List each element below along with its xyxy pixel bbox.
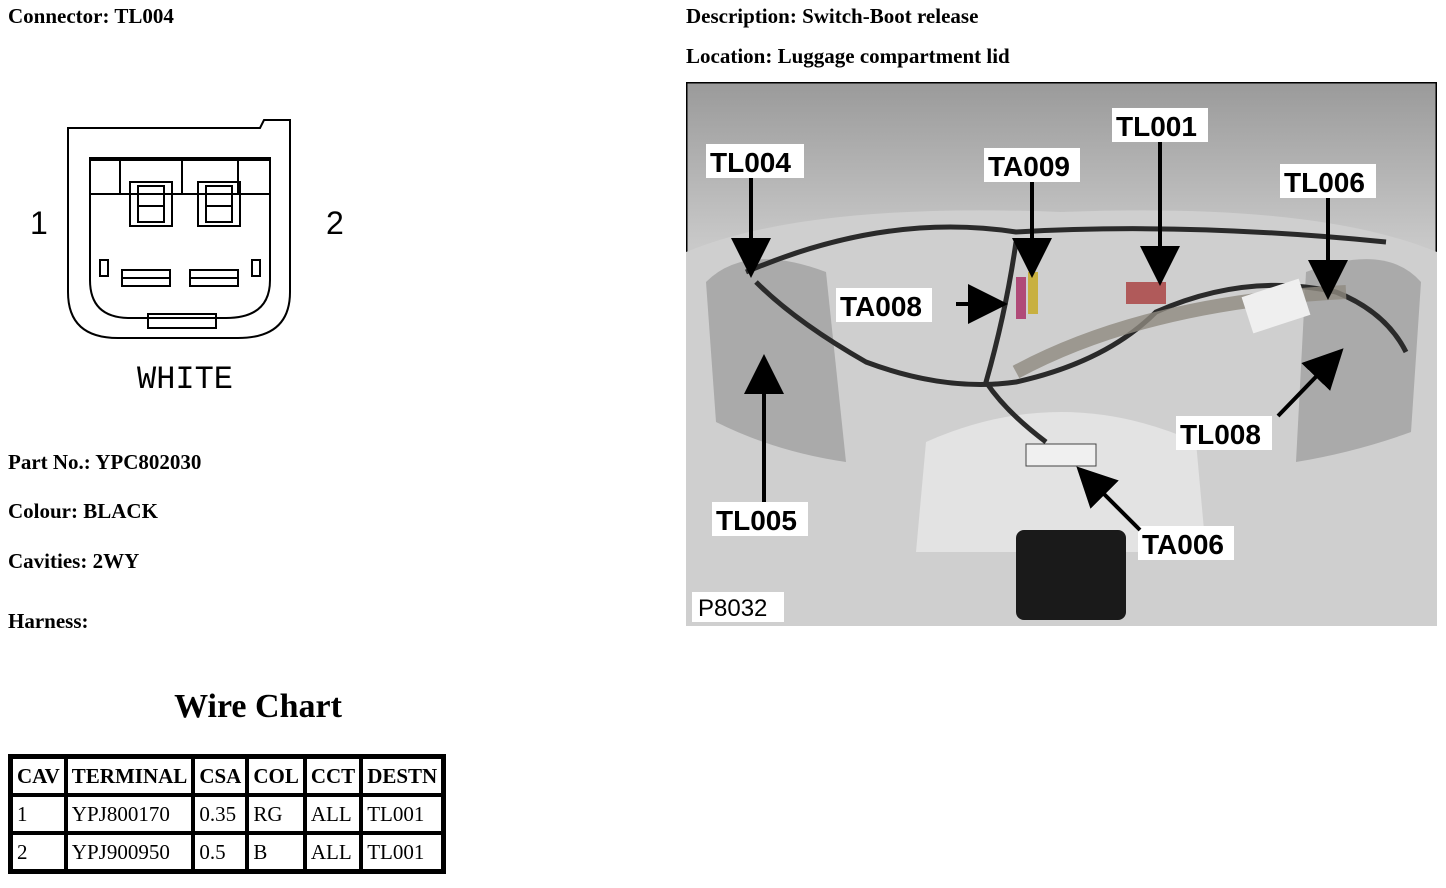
- pin-number-1: 1: [30, 205, 48, 241]
- location-photo: TL004 TA009 TL001 TL006 TA008 TL008 TL00…: [686, 82, 1437, 626]
- latch-left: [89, 157, 183, 195]
- svg-text:TL001: TL001: [1116, 111, 1197, 142]
- cell-destn: TL001: [361, 833, 444, 871]
- terminal-cavity-2: [197, 181, 241, 227]
- table-header-row: CAV TERMINAL CSA COL CCT DESTN: [11, 757, 444, 795]
- table-row: 1 YPJ800170 0.35 RG ALL TL001: [11, 795, 444, 833]
- cell-cct: ALL: [304, 795, 362, 833]
- bottom-key: [147, 313, 217, 329]
- header-col: COL: [247, 757, 305, 795]
- callout-ta009: TA009: [984, 148, 1080, 278]
- photo-id-label: P8032: [698, 595, 767, 622]
- svg-text:TL008: TL008: [1180, 419, 1261, 450]
- header-terminal: TERMINAL: [65, 757, 194, 795]
- connector-face-diagram: 1 2 WHITE: [30, 119, 344, 398]
- callout-ta008: TA008: [836, 284, 1008, 324]
- pin-number-2: 2: [326, 205, 344, 241]
- harness: Harness:: [8, 609, 89, 633]
- header-cct: CCT: [304, 757, 362, 795]
- svg-text:TA009: TA009: [988, 151, 1070, 182]
- cell-destn: TL001: [361, 795, 444, 833]
- connector-housing-outline: [67, 119, 291, 339]
- cavities: Cavities: 2WY: [8, 549, 140, 573]
- cell-col: RG: [247, 795, 305, 833]
- callout-tl005: TL005: [712, 354, 808, 536]
- svg-text:TA006: TA006: [1142, 529, 1224, 560]
- svg-text:TL004: TL004: [710, 147, 791, 178]
- header-cav: CAV: [11, 757, 66, 795]
- housing-colour-label: WHITE: [137, 361, 233, 398]
- header-destn: DESTN: [361, 757, 444, 795]
- cell-cct: ALL: [304, 833, 362, 871]
- callout-tl008: TL008: [1176, 348, 1344, 450]
- connector-inner-body: [89, 159, 271, 319]
- cell-csa: 0.35: [193, 795, 248, 833]
- cell-col: B: [247, 833, 305, 871]
- cell-cav: 1: [11, 795, 66, 833]
- wire-chart-table: CAV TERMINAL CSA COL CCT DESTN 1 YPJ8001…: [8, 754, 447, 874]
- terminal-cavity-1: [129, 181, 173, 227]
- callout-tl006: TL006: [1280, 164, 1376, 300]
- svg-text:TL006: TL006: [1284, 167, 1365, 198]
- table-row: 2 YPJ900950 0.5 B ALL TL001: [11, 833, 444, 871]
- cell-csa: 0.5: [193, 833, 248, 871]
- cell-terminal: YPJ800170: [65, 795, 194, 833]
- svg-text:TA008: TA008: [840, 291, 922, 322]
- description-label: Description: Switch-Boot release: [686, 4, 979, 28]
- location-label: Location: Luggage compartment lid: [686, 44, 1010, 68]
- wire-chart-title: Wire Chart: [174, 688, 342, 725]
- svg-text:TL005: TL005: [716, 505, 797, 536]
- callout-tl001: TL001: [1112, 108, 1208, 286]
- callout-ta006: TA006: [1076, 466, 1234, 560]
- header-csa: CSA: [193, 757, 248, 795]
- part-number: Part No.: YPC802030: [8, 450, 202, 474]
- connector-label: Connector: TL004: [8, 4, 174, 28]
- colour: Colour: BLACK: [8, 499, 158, 523]
- latch-right: [181, 157, 271, 195]
- callout-tl004: TL004: [706, 144, 804, 278]
- cell-terminal: YPJ900950: [65, 833, 194, 871]
- cell-cav: 2: [11, 833, 66, 871]
